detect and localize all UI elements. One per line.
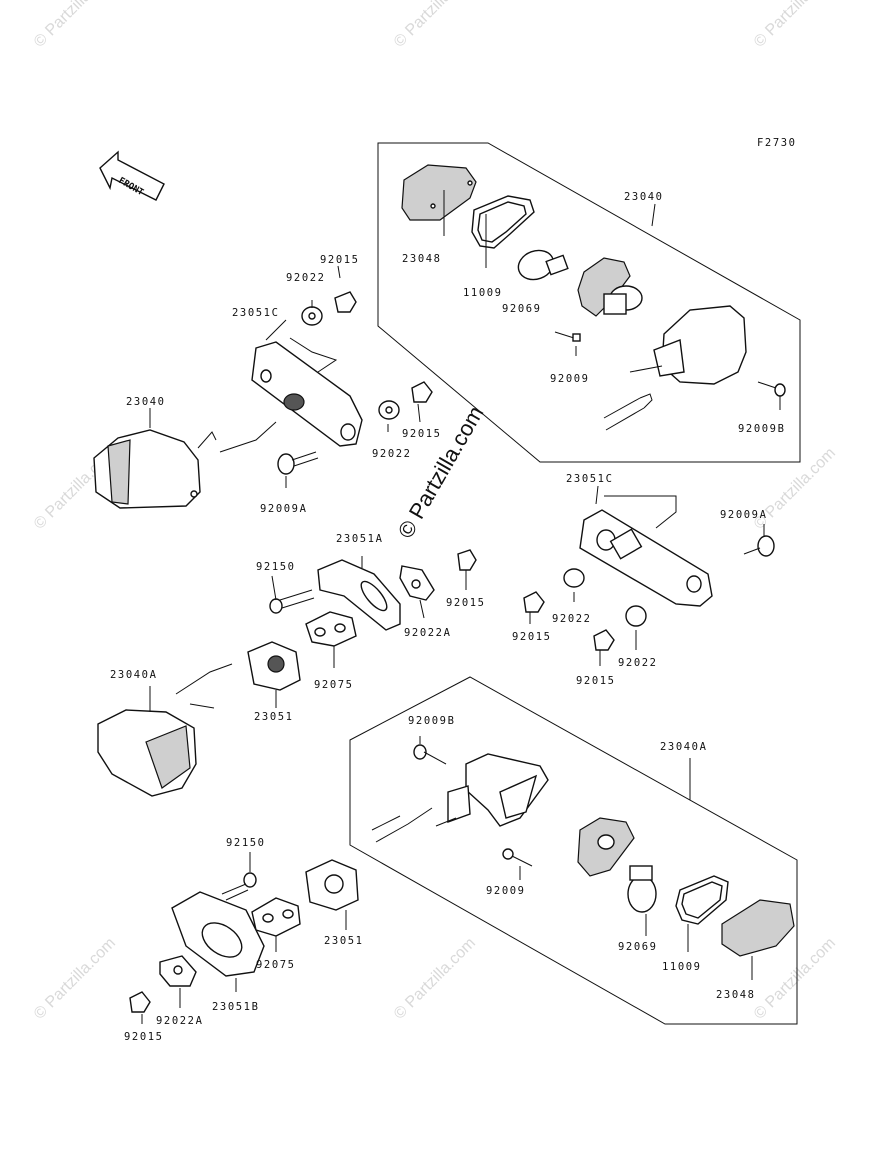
- bulb-92069-bottom: [627, 865, 657, 913]
- leader-line: [604, 495, 677, 529]
- label-23040-top: 23040: [624, 191, 664, 203]
- washer-92022A-b: [159, 955, 197, 987]
- label-92015-b: 92015: [402, 428, 442, 440]
- label-92009B-bottom: 92009B: [408, 715, 456, 727]
- label-23040-left: 23040: [126, 396, 166, 408]
- screw-92009B-top: [757, 381, 786, 397]
- label-92009A-left: 92009A: [260, 503, 308, 515]
- watermark-center: © Partzilla.com: [393, 402, 489, 543]
- watermarks: © Partzilla.com © Partzilla.com © Partzi…: [31, 0, 839, 1023]
- watermark: © Partzilla.com: [31, 935, 119, 1023]
- label-92015-d: 92015: [576, 675, 616, 687]
- label-23051C-right: 23051C: [566, 473, 614, 485]
- assembly-box-23040: [377, 142, 801, 463]
- label-11009-bottom: 11009: [662, 961, 702, 973]
- leader-lines: [141, 190, 781, 1024]
- bracket-23051C-left: [251, 341, 363, 447]
- screw-92009B-bottom: [413, 744, 447, 765]
- turn-signal-23040A-left: [97, 663, 233, 797]
- bracket-23051B: [171, 891, 265, 977]
- grommet-92075-b: [251, 897, 301, 937]
- label-23051B: 23051B: [212, 1001, 260, 1013]
- nut-92015-b: [411, 381, 433, 403]
- label-92075-b: 92075: [256, 959, 296, 971]
- lens-23048-top: [401, 164, 477, 221]
- mount-23051-b: [305, 859, 359, 911]
- leader-line: [289, 337, 338, 373]
- label-92009-bottom: 92009: [486, 885, 526, 897]
- washer-92022A-a: [399, 565, 435, 601]
- grommet-92075-a: [305, 611, 357, 647]
- label-92015-f: 92015: [124, 1031, 164, 1043]
- label-92009B-top: 92009B: [738, 423, 786, 435]
- screw-92009A-left: [277, 451, 319, 475]
- label-92015-e: 92015: [446, 597, 486, 609]
- label-92009-top: 92009: [550, 373, 590, 385]
- label-23051-a: 23051: [254, 711, 294, 723]
- nut-92015-c: [523, 591, 545, 613]
- bulb-92069-top: [517, 249, 569, 281]
- label-92022-a: 92022: [286, 272, 326, 284]
- label-23048-top: 23048: [402, 253, 442, 265]
- label-92022-c: 92022: [552, 613, 592, 625]
- bracket-23051C-right: [579, 509, 713, 607]
- label-92022A-a: 92022A: [404, 627, 452, 639]
- nut-92015-d: [593, 629, 615, 651]
- label-23051A: 23051A: [336, 533, 384, 545]
- socket-housing-bottom: [577, 817, 635, 877]
- label-23048-bottom: 23048: [716, 989, 756, 1001]
- watermark: © Partzilla.com: [751, 0, 839, 51]
- label-92075-a: 92075: [314, 679, 354, 691]
- nut-92015-f: [129, 991, 151, 1013]
- label-92009A-right: 92009A: [720, 509, 768, 521]
- washer-92022-b: [378, 400, 400, 420]
- label-92022A-b: 92022A: [156, 1015, 204, 1027]
- label-92022-d: 92022: [618, 657, 658, 669]
- label-23051C-left: 23051C: [232, 307, 280, 319]
- watermark: © Partzilla.com: [31, 0, 119, 51]
- screw-92009-top: [554, 331, 581, 342]
- label-92150-b: 92150: [226, 837, 266, 849]
- assembly-box-23040A: [349, 676, 798, 1025]
- screw-92009-bottom: [502, 848, 533, 867]
- nut-92015-a: [334, 291, 357, 313]
- nut-92015-e: [457, 549, 477, 571]
- label-92069-bottom: 92069: [618, 941, 658, 953]
- socket-housing-top: [577, 257, 643, 317]
- washer-92022-c: [563, 568, 585, 588]
- washer-92022-a: [301, 306, 323, 326]
- label-23040A-left: 23040A: [110, 669, 158, 681]
- turn-signal-23040A-right: [371, 753, 549, 843]
- gasket-11009-top: [471, 195, 535, 249]
- label-92022-b: 92022: [372, 448, 412, 460]
- mount-23051-a: [247, 641, 301, 691]
- label-92150-a: 92150: [256, 561, 296, 573]
- watermark: © Partzilla.com: [391, 935, 479, 1023]
- bolt-92150-b: [221, 872, 257, 901]
- label-92015-c: 92015: [512, 631, 552, 643]
- turn-signal-23040-left: [93, 421, 277, 509]
- front-arrow-icon: FRONT: [99, 150, 165, 201]
- figure-code: F2730: [757, 137, 797, 149]
- lens-23048-bottom: [721, 899, 795, 957]
- label-23040A-right: 23040A: [660, 741, 708, 753]
- label-92015-a: 92015: [320, 254, 360, 266]
- label-11009-top: 11009: [463, 287, 503, 299]
- bracket-23051A: [317, 559, 401, 631]
- bolt-92150-a: [269, 589, 315, 614]
- label-92069-top: 92069: [502, 303, 542, 315]
- watermark: © Partzilla.com: [391, 0, 479, 51]
- gasket-11009-bottom: [675, 875, 729, 925]
- screw-92009A-right: [743, 535, 775, 557]
- turn-signal-23040-right: [603, 305, 747, 431]
- label-23051-b: 23051: [324, 935, 364, 947]
- washer-92022-d: [625, 605, 647, 627]
